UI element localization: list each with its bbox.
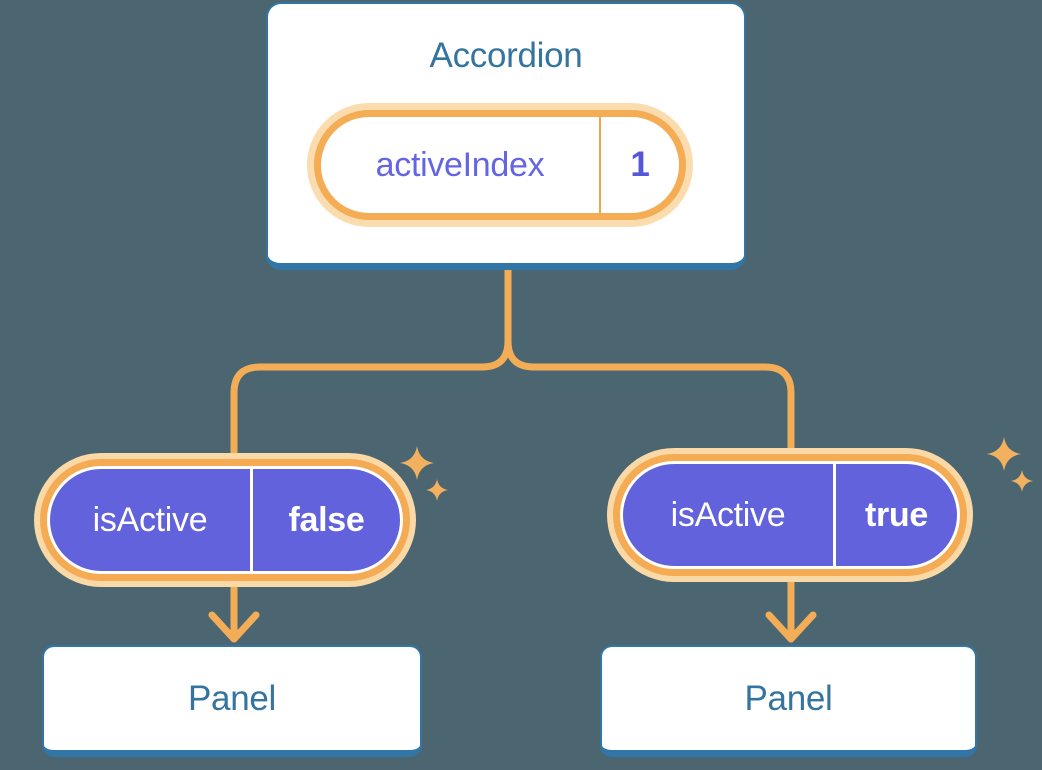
prop-pill-left: isActive false — [47, 466, 403, 574]
panel-component-box-left: Panel — [42, 645, 422, 757]
pill-divider — [250, 469, 253, 571]
sparkle-icon — [987, 437, 1033, 492]
arrow-down-icon — [208, 611, 260, 643]
state-name: activeIndex — [375, 145, 545, 184]
connector-left-branch — [230, 264, 512, 638]
prop-name: isActive — [92, 500, 208, 539]
sparkle-icon — [400, 446, 448, 501]
panel-component-box-right: Panel — [600, 645, 977, 757]
prop-pill-right: isActive true — [620, 461, 960, 569]
component-title: Panel — [187, 678, 277, 718]
prop-value: true — [864, 495, 929, 534]
prop-value: false — [288, 500, 365, 539]
prop-name: isActive — [670, 495, 786, 534]
component-title: Accordion — [429, 36, 583, 75]
pill-divider — [599, 117, 601, 213]
state-value: 1 — [630, 145, 650, 184]
component-title: Panel — [744, 678, 833, 718]
connector-right-branch — [504, 264, 795, 638]
pill-divider — [833, 464, 836, 566]
arrow-down-icon — [765, 611, 817, 643]
state-pill: activeIndex 1 — [314, 110, 686, 220]
